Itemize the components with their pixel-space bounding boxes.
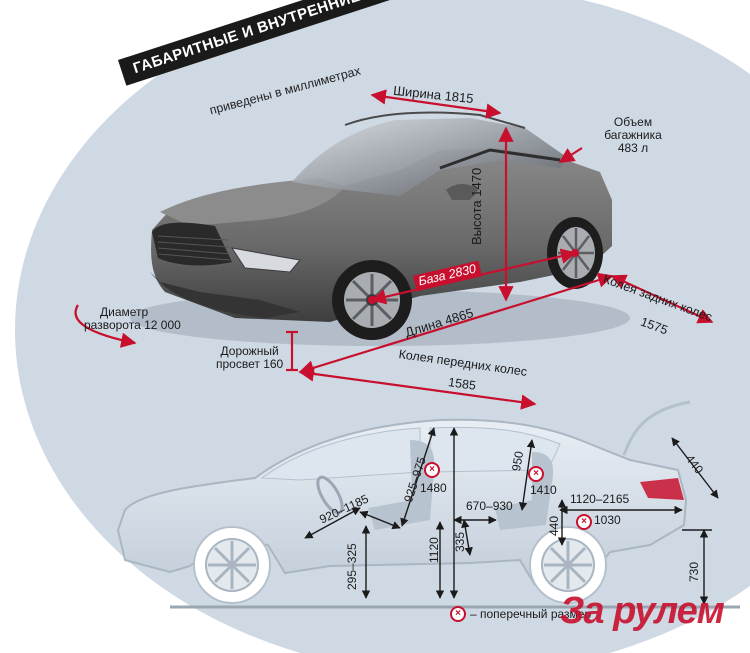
legend-cross-icon: × (450, 606, 466, 622)
height-label: Высота 1470 (469, 167, 484, 245)
cross-mark-front-shoulder: × (424, 462, 440, 478)
clearance-label-line2: просвет 160 (216, 357, 284, 372)
dim-440-sill: 440 (547, 515, 561, 536)
trunk-label-line1: Объем (613, 115, 653, 129)
turning-circle-label: Диаметр разворота 12 000 (84, 305, 181, 333)
dim-1030: 1030 (594, 513, 621, 527)
clearance-label-line1: Дорожный (220, 344, 279, 358)
trunk-label-line2: багажника (604, 128, 662, 143)
cross-mark-trunk-width: × (576, 514, 592, 530)
trunk-volume-label: Объем багажника 483 л (596, 115, 670, 156)
za-rulem-logo: За рулем (560, 590, 725, 632)
dim-670-930: 670–930 (466, 499, 513, 513)
turning-label-line2: разворота 12 000 (84, 318, 181, 333)
dim-730: 730 (687, 561, 701, 582)
ground-clearance-label: Дорожный просвет 160 (216, 344, 284, 372)
dim-1120: 1120 (427, 537, 441, 563)
turning-label-line1: Диаметр (100, 305, 149, 319)
dim-1480: 1480 (420, 481, 447, 495)
dim-1120-2165: 1120–2165 (570, 492, 630, 506)
dim-1410: 1410 (530, 483, 557, 497)
trunk-label-line3: 483 л (617, 141, 649, 156)
cross-mark-rear-shoulder: × (528, 466, 544, 482)
dim-295-325: 295–325 (345, 543, 359, 590)
interior-dimension-lines (304, 427, 719, 605)
dim-335: 335 (453, 531, 467, 552)
legend-text: – поперечный размер (470, 607, 592, 621)
